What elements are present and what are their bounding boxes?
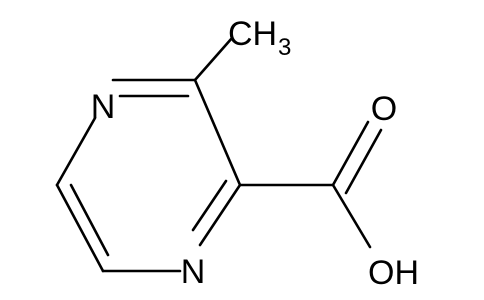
bond-c5-c6 xyxy=(55,183,105,273)
bond-c-oh xyxy=(331,183,372,249)
atom-methyl: CH xyxy=(228,15,277,53)
bond-c2-n4-double xyxy=(191,179,228,232)
atom-n-bottom: N xyxy=(181,253,206,291)
bond-c3-c2 xyxy=(193,78,242,187)
bond-c-o-double-b xyxy=(344,128,383,195)
bond-c-o-double-a xyxy=(331,120,370,187)
pyrazine-ring xyxy=(55,78,242,273)
bond-c3-methyl xyxy=(193,36,234,82)
atom-methyl-subscript: 3 xyxy=(278,34,291,61)
carboxyl-group xyxy=(238,120,383,249)
bond-c6-n1 xyxy=(55,116,97,187)
bond-c2-n4 xyxy=(198,183,242,247)
atom-carbonyl-oxygen: O xyxy=(371,90,397,128)
atom-hydroxyl: OH xyxy=(368,254,419,292)
bond-c5-c6-double xyxy=(69,183,110,257)
atom-n-top: N xyxy=(91,88,116,126)
atom-labels: N N CH 3 O OH xyxy=(91,15,419,292)
